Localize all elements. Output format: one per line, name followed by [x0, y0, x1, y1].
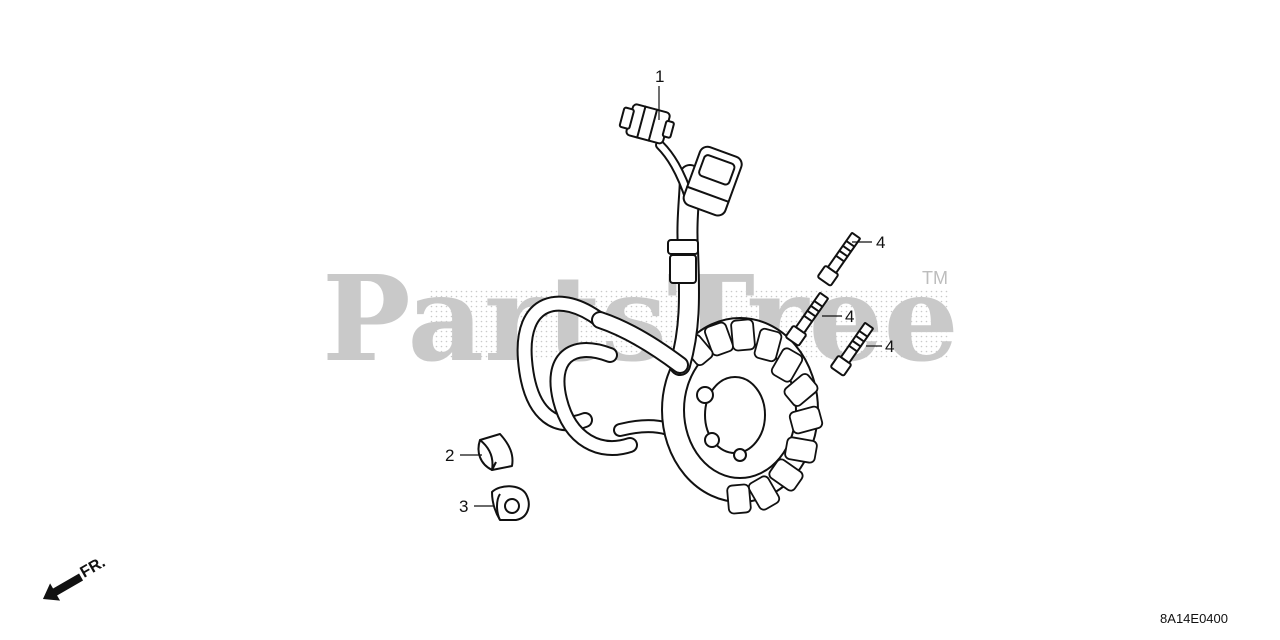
diagram-code: 8A14E0400	[1160, 611, 1228, 626]
bolt-icon[interactable]	[785, 231, 875, 377]
trademark-text: TM	[922, 268, 948, 288]
callout-2[interactable]: 2	[445, 446, 454, 465]
stator-assembly-icon[interactable]	[516, 101, 824, 515]
callout-4b[interactable]: 4	[845, 307, 854, 326]
callout-4a[interactable]: 4	[876, 233, 885, 252]
watermark-text: PartsTree	[322, 249, 959, 388]
watermark: PartsTree TM	[322, 249, 959, 388]
callout-3[interactable]: 3	[459, 497, 468, 516]
leader-lines	[460, 86, 882, 507]
callout-4c[interactable]: 4	[885, 337, 894, 356]
front-indicator-label: FR.	[78, 554, 109, 582]
callout-1[interactable]: 1	[655, 67, 664, 86]
grommet-icon[interactable]	[477, 433, 514, 471]
grommet-clamp-icon[interactable]	[491, 485, 530, 521]
front-direction-arrow-icon: FR.	[42, 554, 109, 601]
